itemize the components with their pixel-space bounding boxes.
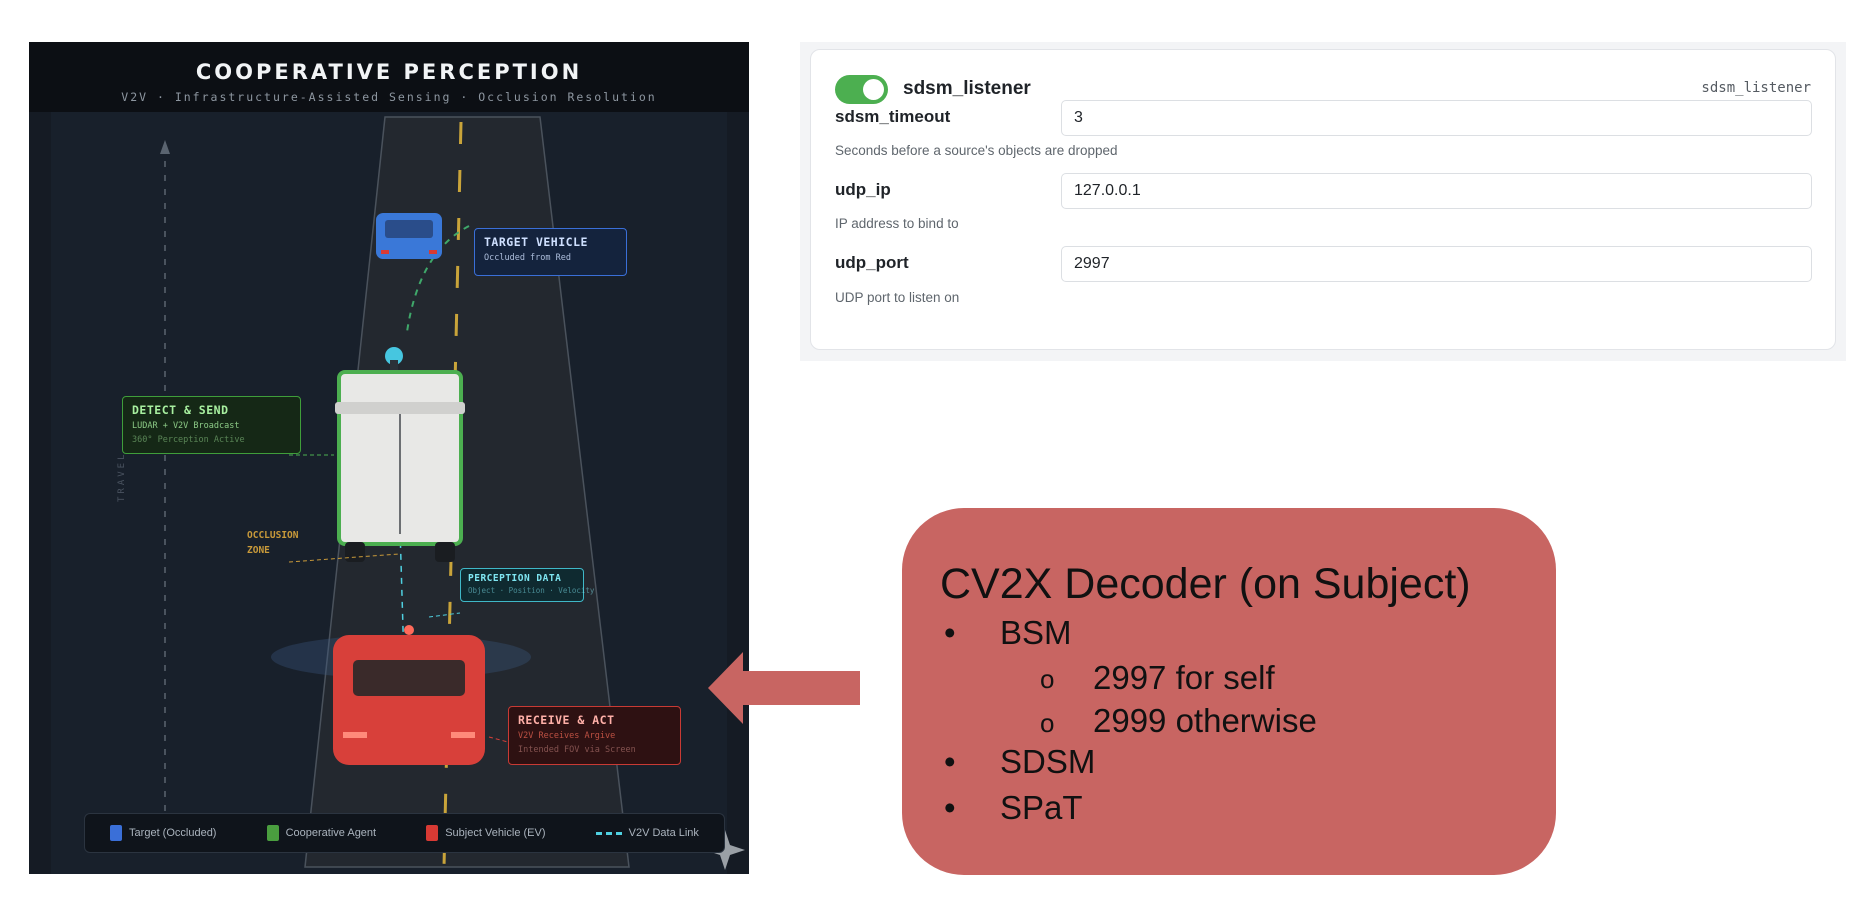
legend-item-v2v-link: V2V Data Link bbox=[595, 827, 699, 839]
occlusion-leader-line bbox=[288, 553, 400, 563]
legend-dash bbox=[595, 831, 622, 835]
callout-subtitle: Object · Position · Velocity bbox=[468, 586, 595, 595]
sdsm-listener-card: sdsm_listener sdsm_listener sdsm_timeout… bbox=[810, 49, 1836, 350]
note-item-bsm: BSM bbox=[1000, 614, 1072, 651]
udp-port-input[interactable] bbox=[1061, 246, 1812, 282]
callout-title: PERCEPTION DATA bbox=[468, 573, 562, 584]
legend: Target (Occluded) Cooperative Agent Subj… bbox=[84, 813, 725, 853]
sub-bullet: o bbox=[1040, 664, 1055, 694]
note-item-sdsm: SDSM bbox=[1000, 743, 1096, 780]
cooperative-perception-illustration: COOPERATIVE PERCEPTION V2V · Infrastruct… bbox=[29, 42, 749, 874]
callout-subtitle-2: Intended FOV via Screen bbox=[518, 745, 636, 755]
card-id: sdsm_listener bbox=[1701, 80, 1811, 96]
callout-title: DETECT & SEND bbox=[132, 403, 229, 417]
occlusion-line-2: ZONE bbox=[247, 545, 270, 556]
sub-bullet: o bbox=[1040, 708, 1055, 738]
enable-toggle[interactable] bbox=[835, 75, 888, 104]
receive-leader-line bbox=[488, 736, 509, 743]
settings-panel: sdsm_listener sdsm_listener sdsm_timeout… bbox=[800, 42, 1846, 361]
v2v-link-curve bbox=[406, 225, 470, 333]
occlusion-line-1: OCCLUSION bbox=[247, 530, 299, 541]
left-arrow-icon bbox=[708, 652, 860, 724]
bullet: • bbox=[944, 743, 956, 780]
udp-port-help: UDP port to listen on bbox=[835, 290, 960, 305]
toggle-knob bbox=[863, 79, 884, 100]
udp-ip-input[interactable] bbox=[1061, 173, 1812, 209]
callout-subtitle: V2V Receives Argive bbox=[518, 731, 616, 741]
note-subitem-2997: 2997 for self bbox=[1093, 659, 1275, 696]
target-vehicle-callout: TARGET VEHICLE Occluded from Red bbox=[474, 228, 627, 276]
card-title: sdsm_listener bbox=[903, 78, 1031, 99]
callout-subtitle: LUDAR + V2V Broadcast bbox=[132, 421, 240, 431]
illustration-title: COOPERATIVE PERCEPTION bbox=[195, 60, 583, 84]
target-vehicle-blue-car bbox=[376, 213, 442, 259]
legend-item-agent: Cooperative Agent bbox=[266, 825, 377, 841]
sdsm-timeout-label: sdsm_timeout bbox=[835, 107, 951, 126]
note-item-spat: SPaT bbox=[1000, 789, 1083, 826]
legend-item-target: Target (Occluded) bbox=[110, 825, 216, 841]
legend-label: V2V Data Link bbox=[628, 827, 699, 839]
sparkle-icon bbox=[705, 830, 745, 870]
legend-label: Target (Occluded) bbox=[129, 827, 217, 839]
note-title: CV2X Decoder (on Subject) bbox=[940, 560, 1471, 608]
bullet: • bbox=[944, 789, 956, 826]
callout-subtitle-2: 360° Perception Active bbox=[132, 435, 245, 445]
legend-label: Subject Vehicle (EV) bbox=[445, 827, 546, 839]
illustration-subtitle: V2V · Infrastructure-Assisted Sensing · … bbox=[121, 90, 657, 104]
perception-leader-line bbox=[428, 612, 461, 618]
legend-swatch bbox=[266, 825, 279, 841]
callout-title: TARGET VEHICLE bbox=[484, 235, 588, 249]
cv2x-decoder-note: CV2X Decoder (on Subject) • BSM o 2997 f… bbox=[902, 508, 1556, 875]
travel-axis-label: TRAVEL bbox=[117, 451, 127, 502]
travel-arrow-icon bbox=[160, 140, 170, 154]
udp-ip-help: IP address to bind to bbox=[835, 216, 959, 231]
callout-title: RECEIVE & ACT bbox=[518, 713, 615, 727]
udp-ip-label: udp_ip bbox=[835, 180, 891, 199]
note-subitem-2999: 2999 otherwise bbox=[1093, 702, 1317, 739]
detect-send-callout: DETECT & SEND LUDAR + V2V Broadcast 360°… bbox=[122, 396, 301, 454]
legend-swatch bbox=[110, 825, 123, 841]
legend-swatch bbox=[426, 825, 439, 841]
callout-subtitle: Occluded from Red bbox=[484, 253, 571, 263]
sdsm-timeout-help: Seconds before a source's objects are dr… bbox=[835, 143, 1118, 158]
udp-port-label: udp_port bbox=[835, 253, 909, 272]
cooperative-agent-truck bbox=[335, 347, 465, 562]
perception-data-callout: PERCEPTION DATA Object · Position · Velo… bbox=[460, 568, 595, 602]
legend-item-subject: Subject Vehicle (EV) bbox=[426, 825, 546, 841]
occlusion-zone-label: OCCLUSION ZONE bbox=[247, 528, 298, 558]
subject-vehicle-red-car bbox=[333, 625, 485, 765]
sdsm-timeout-input[interactable] bbox=[1061, 100, 1812, 136]
bullet: • bbox=[944, 614, 956, 651]
header-band bbox=[29, 42, 749, 112]
receive-act-callout: RECEIVE & ACT V2V Receives Argive Intend… bbox=[508, 706, 681, 765]
legend-label: Cooperative Agent bbox=[285, 827, 377, 839]
